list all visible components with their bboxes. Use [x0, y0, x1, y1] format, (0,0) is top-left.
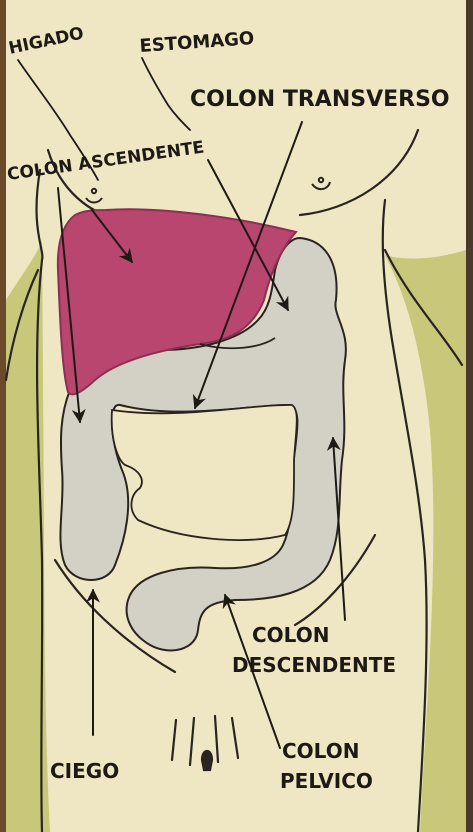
label-colon-descendente-2: DESCENDENTE [232, 653, 396, 677]
page-edge-right [466, 0, 473, 832]
label-colon-pelvico-2: PELVICO [280, 769, 373, 793]
label-colon-pelvico-1: COLON [282, 739, 359, 763]
colon-inner-space [112, 405, 297, 540]
label-ciego: CIEGO [50, 759, 119, 783]
page-edge-left [0, 0, 6, 832]
navel-mark [202, 751, 212, 770]
label-colon-descendente-1: COLON [252, 623, 329, 647]
label-colon-transverso: COLON TRANSVERSO [190, 87, 450, 112]
